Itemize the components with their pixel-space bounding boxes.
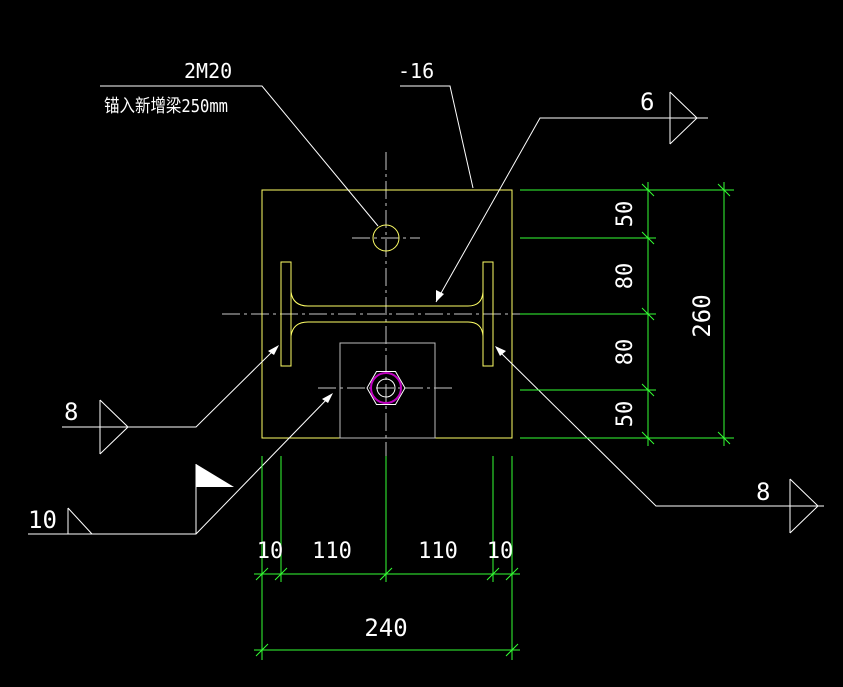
arrowhead-8-left	[268, 345, 279, 355]
hex-nut	[366, 371, 406, 405]
plate-thickness-label: -16	[398, 59, 434, 83]
fillet-weld-diagonal	[67, 507, 93, 535]
arrowhead-8-right	[495, 346, 506, 356]
embedded-plate-group	[261, 189, 513, 439]
weld-8-right-leader	[497, 349, 824, 507]
dim-v-1: 50	[613, 201, 638, 228]
dimension-lines	[254, 182, 734, 660]
web-top-line	[290, 291, 484, 307]
weld-8-right-tail	[789, 478, 819, 534]
anchor-bolt-spec-label: 2M20	[184, 59, 232, 83]
dim-h-4: 10	[487, 539, 514, 564]
weld-8-left-leader	[62, 347, 277, 428]
weld-6-tail	[669, 91, 698, 145]
bolt-shank	[376, 378, 396, 398]
dim-h-3: 110	[418, 539, 458, 564]
embedded-plate	[261, 189, 513, 439]
field-weld-flag	[196, 464, 234, 487]
anchor-bolt-hole	[372, 224, 400, 252]
right-flange	[482, 261, 494, 367]
dim-v-total: 260	[688, 294, 716, 337]
dim-v-4: 50	[613, 401, 638, 428]
plate-thickness-leader	[400, 85, 474, 189]
bolt-nut	[366, 371, 406, 405]
weld-8-left-tail	[99, 399, 129, 455]
arrowhead-10	[322, 393, 333, 403]
vertical-dimension-texts: 50 80 80 50 260	[613, 201, 716, 428]
dim-h-2: 110	[312, 539, 352, 564]
dim-v-2: 80	[613, 263, 638, 290]
anchor-leader	[100, 85, 379, 227]
web-bottom-line	[290, 321, 484, 337]
arrowhead-6	[436, 290, 444, 302]
washer	[370, 372, 402, 404]
dim-h-1: 10	[257, 539, 284, 564]
weld-size-top-label: 6	[640, 88, 654, 116]
weld-size-right-label: 8	[756, 478, 770, 506]
dim-v-3: 80	[613, 339, 638, 366]
weld-size-field-label: 10	[28, 506, 57, 534]
left-flange	[280, 261, 292, 367]
backing-block	[339, 342, 436, 439]
fillet-weld-mark	[67, 508, 92, 535]
leader-arrowheads	[268, 290, 506, 403]
dim-h-total: 240	[364, 614, 407, 642]
weld-symbols	[67, 91, 819, 535]
anchor-note-label: 锚入新增梁250mm	[104, 96, 228, 117]
weld-6-leader	[435, 117, 708, 303]
weld-size-left-label: 8	[64, 398, 78, 426]
horizontal-dimension-texts: 10 110 110 10 240	[257, 539, 514, 642]
centerlines	[222, 152, 520, 468]
